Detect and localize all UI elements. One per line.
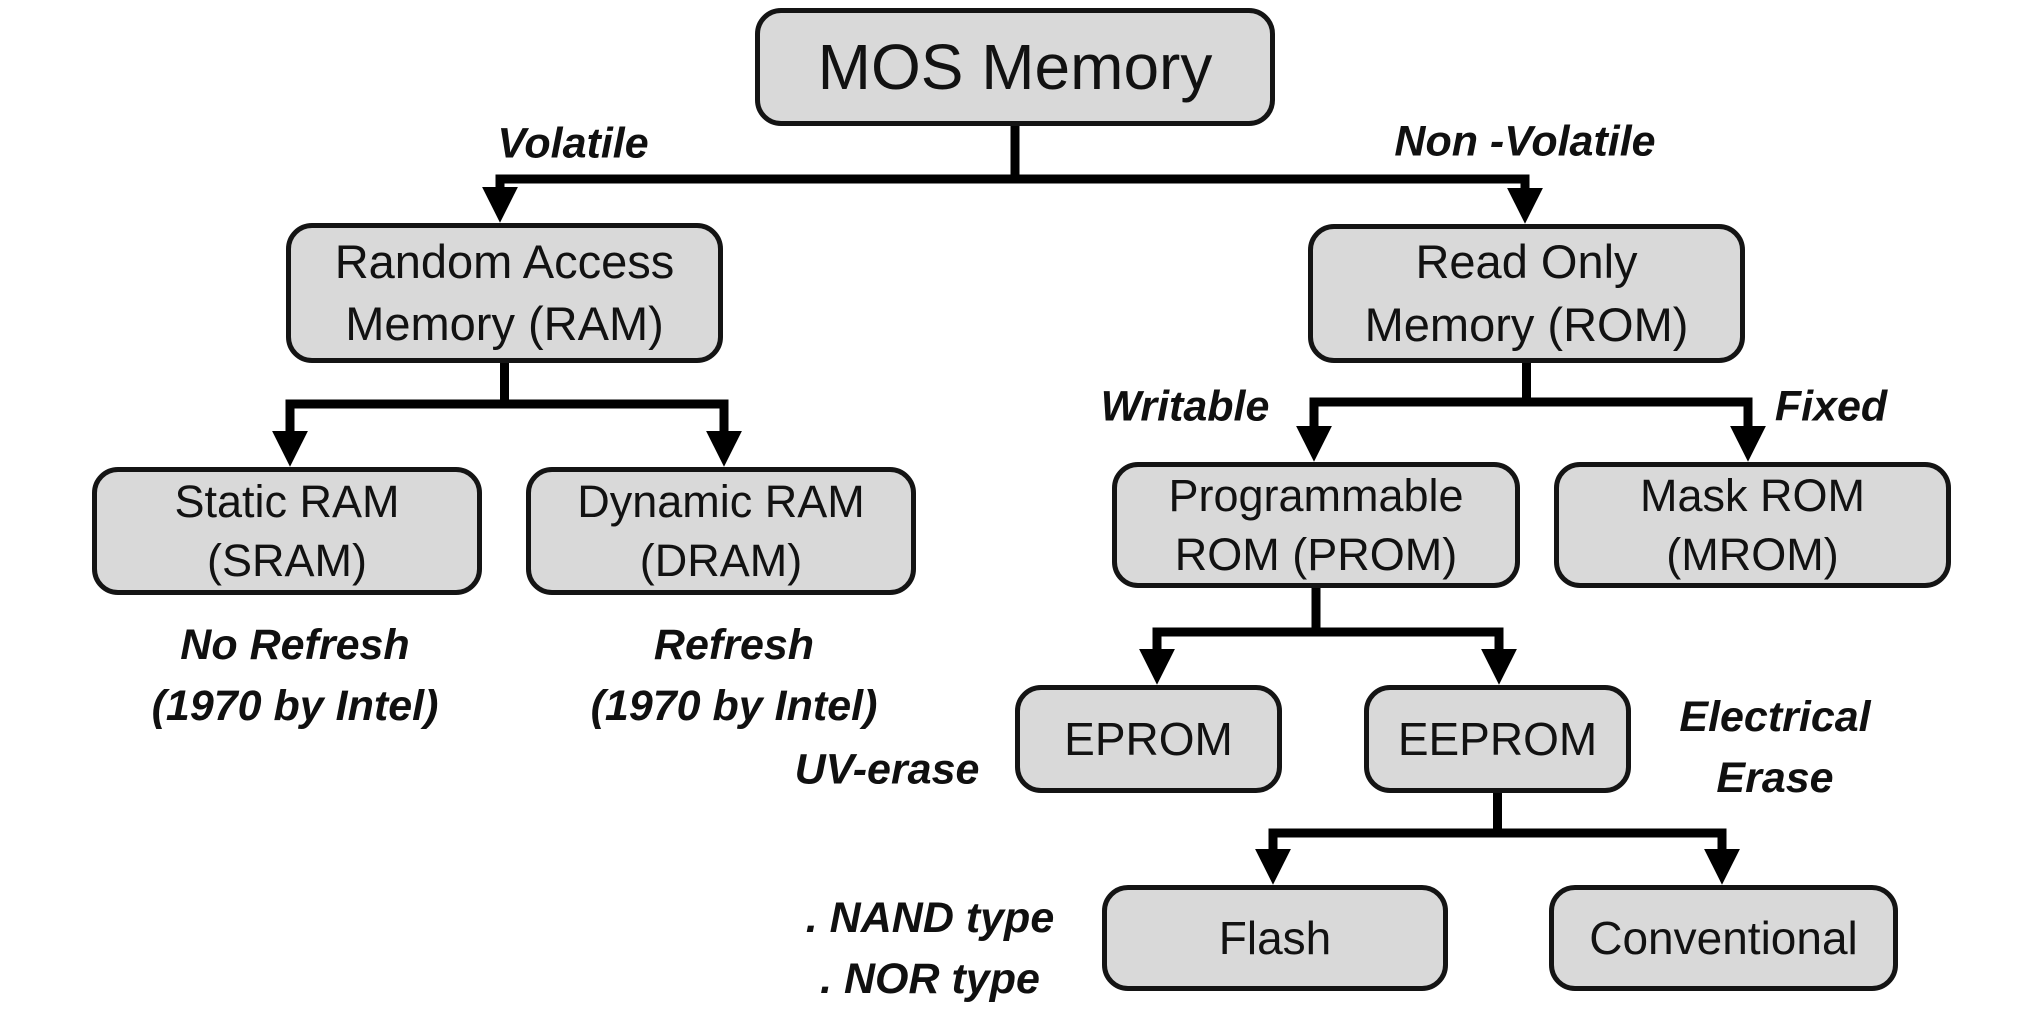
label-non-volatile: Non -Volatile: [1394, 117, 1656, 166]
label-electrical-erase: Electrical Erase: [1679, 692, 1871, 802]
node-eprom: EPROM: [1015, 685, 1282, 793]
label-fixed: Fixed: [1774, 382, 1888, 431]
node-rom: Read Only Memory (ROM): [1308, 224, 1745, 363]
label-sram-note: No Refresh (1970 by Intel): [151, 620, 439, 730]
node-ram: Random Access Memory (RAM): [286, 223, 723, 363]
node-conventional: Conventional: [1549, 885, 1898, 991]
label-dram-note: Refresh (1970 by Intel): [590, 620, 878, 730]
label-volatile: Volatile: [497, 119, 649, 168]
node-mrom: Mask ROM (MROM): [1554, 462, 1951, 588]
node-sram: Static RAM (SRAM): [92, 467, 482, 595]
node-eeprom: EEPROM: [1364, 685, 1631, 793]
label-writable: Writable: [1100, 382, 1270, 431]
node-mos-memory: MOS Memory: [755, 8, 1275, 126]
label-flash-types: . NAND type . NOR type: [805, 893, 1055, 1003]
label-uv-erase: UV-erase: [794, 745, 980, 794]
node-prom: Programmable ROM (PROM): [1112, 462, 1520, 588]
node-dram: Dynamic RAM (DRAM): [526, 467, 916, 595]
node-flash: Flash: [1102, 885, 1448, 991]
